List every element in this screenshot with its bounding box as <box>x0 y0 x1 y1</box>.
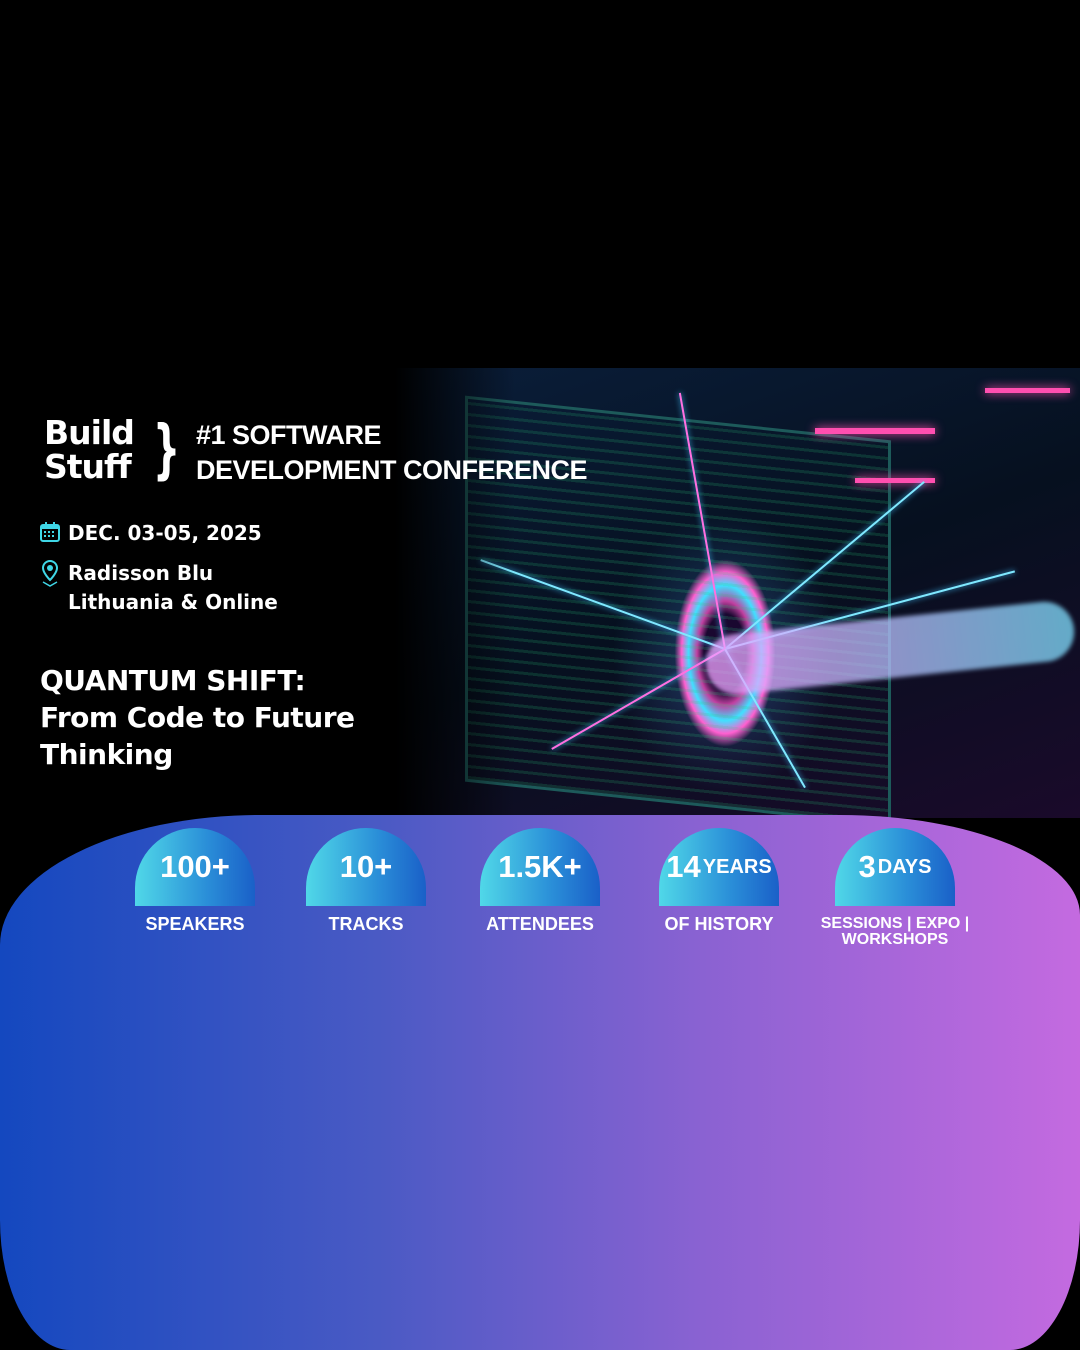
build-stuff-logo: Build Stuff } <box>44 413 180 486</box>
stat-dome: 100+ <box>135 828 255 906</box>
neon-light <box>815 428 935 434</box>
neon-light <box>855 478 935 483</box>
stat-unit: YEARS <box>702 855 772 878</box>
stat-value: 100+ <box>160 849 230 884</box>
event-date: DEC. 03-05, 2025 <box>40 521 262 545</box>
stat-label: SESSIONS | EXPO | WORKSHOPS <box>820 915 970 948</box>
stat-label: SPEAKERS <box>145 914 245 934</box>
stat-value: 3 <box>858 849 876 884</box>
stat-label: TRACKS <box>328 914 404 934</box>
stat-dome: 1.5K+ <box>480 828 600 906</box>
stat-value: 1.5K+ <box>498 849 582 884</box>
conference-theme: QUANTUM SHIFT: From Code to Future Think… <box>40 662 355 773</box>
date-text: DEC. 03-05, 2025 <box>68 521 262 545</box>
stat-unit: DAYS <box>877 855 932 878</box>
logo-brace: } <box>152 413 180 487</box>
logo-line2: Stuff <box>44 447 132 486</box>
neon-light <box>985 388 1070 393</box>
event-venue: Radisson Blu Lithuania & Online <box>40 559 278 617</box>
stat-dome: 10+ <box>306 828 426 906</box>
tagline-line2: DEVELOPMENT CONFERENCE <box>196 455 588 485</box>
venue-line1: Radisson Blu <box>68 561 214 585</box>
stat-speakers: 100+ SPEAKERS <box>105 828 285 934</box>
logo-line1: Build <box>44 413 135 452</box>
tagline-line1: #1 SOFTWARE <box>196 420 382 450</box>
stat-attendees: 1.5K+ ATTENDEES <box>450 828 630 934</box>
theme-line1: QUANTUM SHIFT: <box>40 664 306 697</box>
theme-line2: From Code to Future <box>40 701 355 734</box>
image-fade <box>395 368 515 818</box>
stat-label: OF HISTORY <box>664 914 774 934</box>
stat-value: 14 <box>666 849 701 884</box>
stat-label: ATTENDEES <box>486 914 594 934</box>
tagline: #1 SOFTWARE DEVELOPMENT CONFERENCE <box>196 418 588 488</box>
stat-tracks: 10+ TRACKS <box>276 828 456 934</box>
calendar-icon <box>40 522 60 542</box>
map-pin-icon <box>41 559 59 587</box>
theme-line3: Thinking <box>40 738 173 771</box>
venue-line2: Lithuania & Online <box>68 590 278 614</box>
stat-value: 10+ <box>339 849 393 884</box>
